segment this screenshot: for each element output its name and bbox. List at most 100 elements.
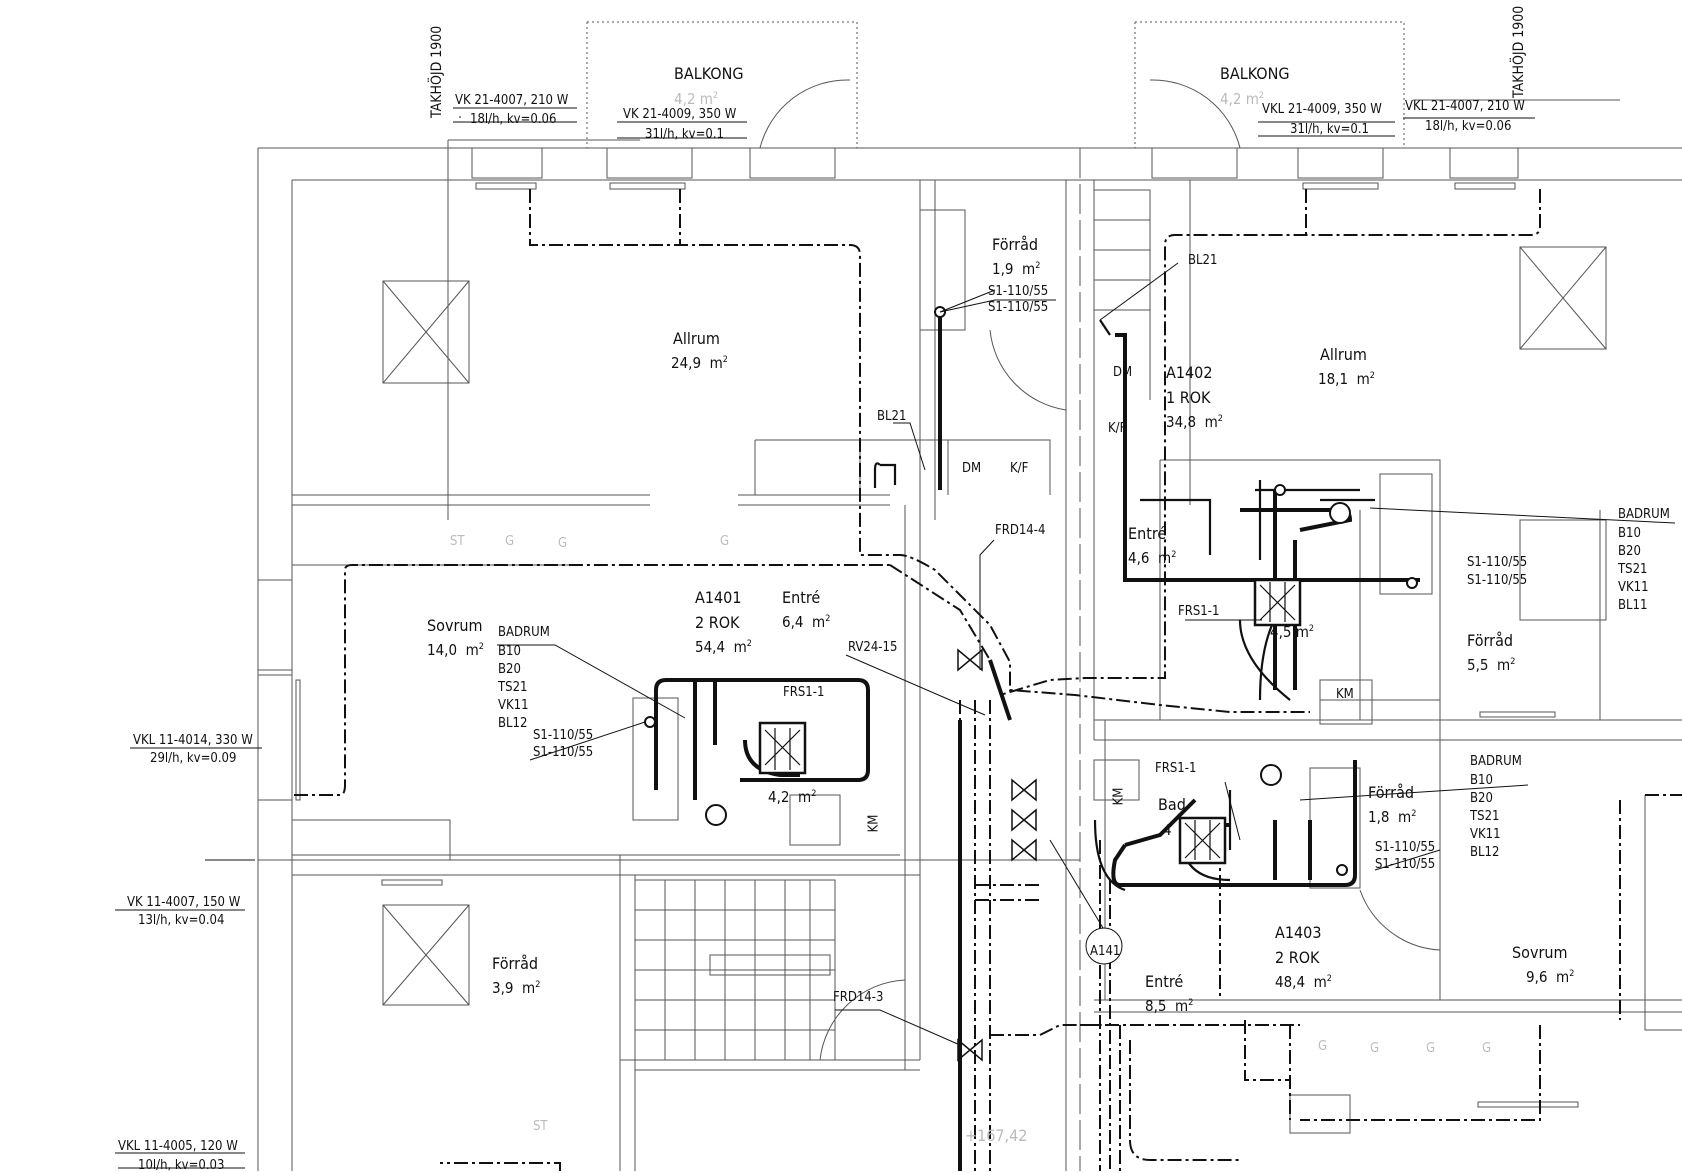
radiator-code-vk-21-4009-left: VK 21-4009, 350 W [623,107,737,122]
tag-g-6: G [1426,1041,1436,1056]
radiator-flow-vkl-21-4009-right: 31l/h, kv=0.1 [1290,122,1369,137]
badrum-item-right-bottom-0: B10 [1470,773,1493,788]
badrum-title-right-bottom: BADRUM [1470,754,1522,769]
room-name-entre-right-top: Entré [1128,524,1167,543]
room-name-entre-left: Entré [782,588,821,607]
tag-frs1-1-left: FRS1-1 [783,685,825,700]
tag-km-right: KM [1336,687,1354,702]
tag-g-3: G [720,534,730,549]
room-name-forrad-left-bottom: Förråd [492,954,539,973]
radiator-flow-vkl-11-4014: 29l/h, kv=0.09 [150,751,237,766]
tag-g-5: G [1370,1041,1380,1056]
badrum-item-right-top-1: B20 [1618,544,1641,559]
room-area-balkong-left: 4,2 m2 [674,90,719,108]
room-area-forrad-left-bottom: 3,9 m2 [492,979,541,997]
radiator-flow-vk-21-4007-left: 18l/h, kv=0.06 [470,112,557,127]
room-area-entre-right-top: 4,6 m2 [1128,549,1177,567]
room-name-forrad-right: Förråd [1467,631,1514,650]
tag-bl21-right: BL21 [1188,253,1218,268]
room-name-forrad-mid-right: Förråd [1368,783,1415,802]
tag-frs1-1-right-bottom: FRS1-1 [1155,761,1197,776]
badrum-item-right-bottom-3: VK11 [1470,827,1501,842]
radiator-code-vkl-21-4009-right: VKL 21-4009, 350 W [1262,102,1382,117]
tag-a141: A141 [1090,944,1121,959]
drain-label-right-top-1: S1-110/55 [1467,555,1528,570]
tag-kf-right: K/F [1108,421,1127,436]
badrum-item-right-bottom-2: TS21 [1470,809,1500,824]
room-area-sovrum-right: 9,6 m2 [1526,968,1575,986]
tag-g-7: G [1482,1041,1492,1056]
room-name-balkong-right: BALKONG [1220,64,1290,83]
tag-km-mid: KM [1111,787,1127,806]
apartment-id-a1401: A1401 [695,588,742,607]
room-name-balkong-left: BALKONG [674,64,744,83]
radiator-code-vkl-11-4014: VKL 11-4014, 330 W [133,733,253,748]
badrum-item-right-bottom-1: B20 [1470,791,1493,806]
room-area-entre-left: 6,4 m2 [782,613,831,631]
badrum-item-right-bottom-4: BL12 [1470,845,1500,860]
room-area-entre-bottom: 8,5 m2 [1145,997,1194,1015]
room-name-allrum-right: Allrum [1320,345,1367,364]
drain-label-right-top-2: S1-110/55 [1467,573,1528,588]
drain-label-forrad-top-1: S1-110/55 [988,284,1049,299]
radiator-code-vkl-21-4007-right: VKL 21-4007, 210 W [1405,99,1525,114]
badrum-item-right-top-0: B10 [1618,526,1641,541]
tag-g-2: G [558,536,568,551]
room-name-allrum-left: Allrum [673,329,720,348]
badrum-item-left-2: TS21 [498,680,528,695]
room-area-allrum-right: 18,1 m2 [1318,370,1375,388]
badrum-item-left-1: B20 [498,662,521,677]
drain-label-left-2: S1-110/55 [533,745,594,760]
room-area-forrad-mid-right: 1,8 m2 [1368,808,1417,826]
tag-frd14-4: FRD14-4 [995,523,1046,538]
room-name-forrad-top: Förråd [992,235,1039,254]
radiator-code-vk-11-4007: VK 11-4007, 150 W [127,895,241,910]
radiator-flow-vk-21-4009-left: 31l/h, kv=0.1 [645,127,724,142]
tag-frd14-3: FRD14-3 [833,990,884,1005]
apartment-area-a1403: 48,4 m2 [1275,973,1332,991]
room-name-bad-right: Bad [1158,795,1186,814]
badrum-item-left-0: B10 [498,644,521,659]
tag-frs1-1-right-top: FRS1-1 [1178,604,1220,619]
room-area-bad-left: 4,2 m2 [768,788,817,806]
radiator-code-vk-21-4007-left: VK 21-4007, 210 W [455,93,569,108]
apartment-type-a1402: 1 ROK [1166,388,1211,407]
drain-label-right-bottom-1: S1-110/55 [1375,840,1436,855]
elevation-label: +167,42 [965,1126,1028,1145]
apartment-type-a1401: 2 ROK [695,613,740,632]
drain-label-right-bottom-2: S1-110/55 [1375,857,1436,872]
room-area-allrum-left: 24,9 m2 [671,354,728,372]
tag-bl21-left: BL21 [877,409,907,424]
badrum-title-right-top: BADRUM [1618,507,1670,522]
tag-dm-left: DM [962,461,982,476]
room-area-sovrum-left: 14,0 m2 [427,641,484,659]
room-area-forrad-right: 5,5 m2 [1467,656,1516,674]
apartment-type-a1403: 2 ROK [1275,948,1320,967]
apartment-area-a1402: 34,8 m2 [1166,413,1223,431]
radiator-flow-vkl-11-4005: 10l/h, kv=0.03 [138,1158,225,1173]
room-name-sovrum-left: Sovrum [427,616,483,635]
tag-kf-left: K/F [1010,461,1029,476]
drain-label-forrad-top-2: S1-110/55 [988,300,1049,315]
ceiling-height-right: TAKHÖJD 1900 [1511,5,1527,98]
room-area-balkong-right: 4,2 m2 [1220,90,1265,108]
ceiling-height-left: TAKHÖJD 1900 [429,25,445,118]
tag-st-left-top: ST [450,534,465,549]
tag-dm-right: DM [1113,365,1133,380]
drain-label-left-1: S1-110/55 [533,728,594,743]
badrum-item-left-3: VK11 [498,698,529,713]
apartment-id-a1402: A1402 [1166,363,1213,382]
apartment-area-a1401: 54,4 m2 [695,638,752,656]
room-name-sovrum-right: Sovrum [1512,943,1568,962]
room-area-bad-top-right: 4,5 m2 [1270,623,1315,641]
tag-g-1: G [505,534,515,549]
badrum-item-right-top-4: BL11 [1618,598,1648,613]
radiator-flow-vkl-21-4007-right: 18l/h, kv=0.06 [1425,119,1512,134]
badrum-item-right-top-3: VK11 [1618,580,1649,595]
tag-st-left-bottom: ST [533,1119,548,1134]
tag-rv24-15: RV24-15 [848,640,898,655]
tag-g-4: G [1318,1039,1328,1054]
apartment-id-a1403: A1403 [1275,923,1322,942]
radiator-code-vkl-11-4005: VKL 11-4005, 120 W [118,1139,238,1154]
